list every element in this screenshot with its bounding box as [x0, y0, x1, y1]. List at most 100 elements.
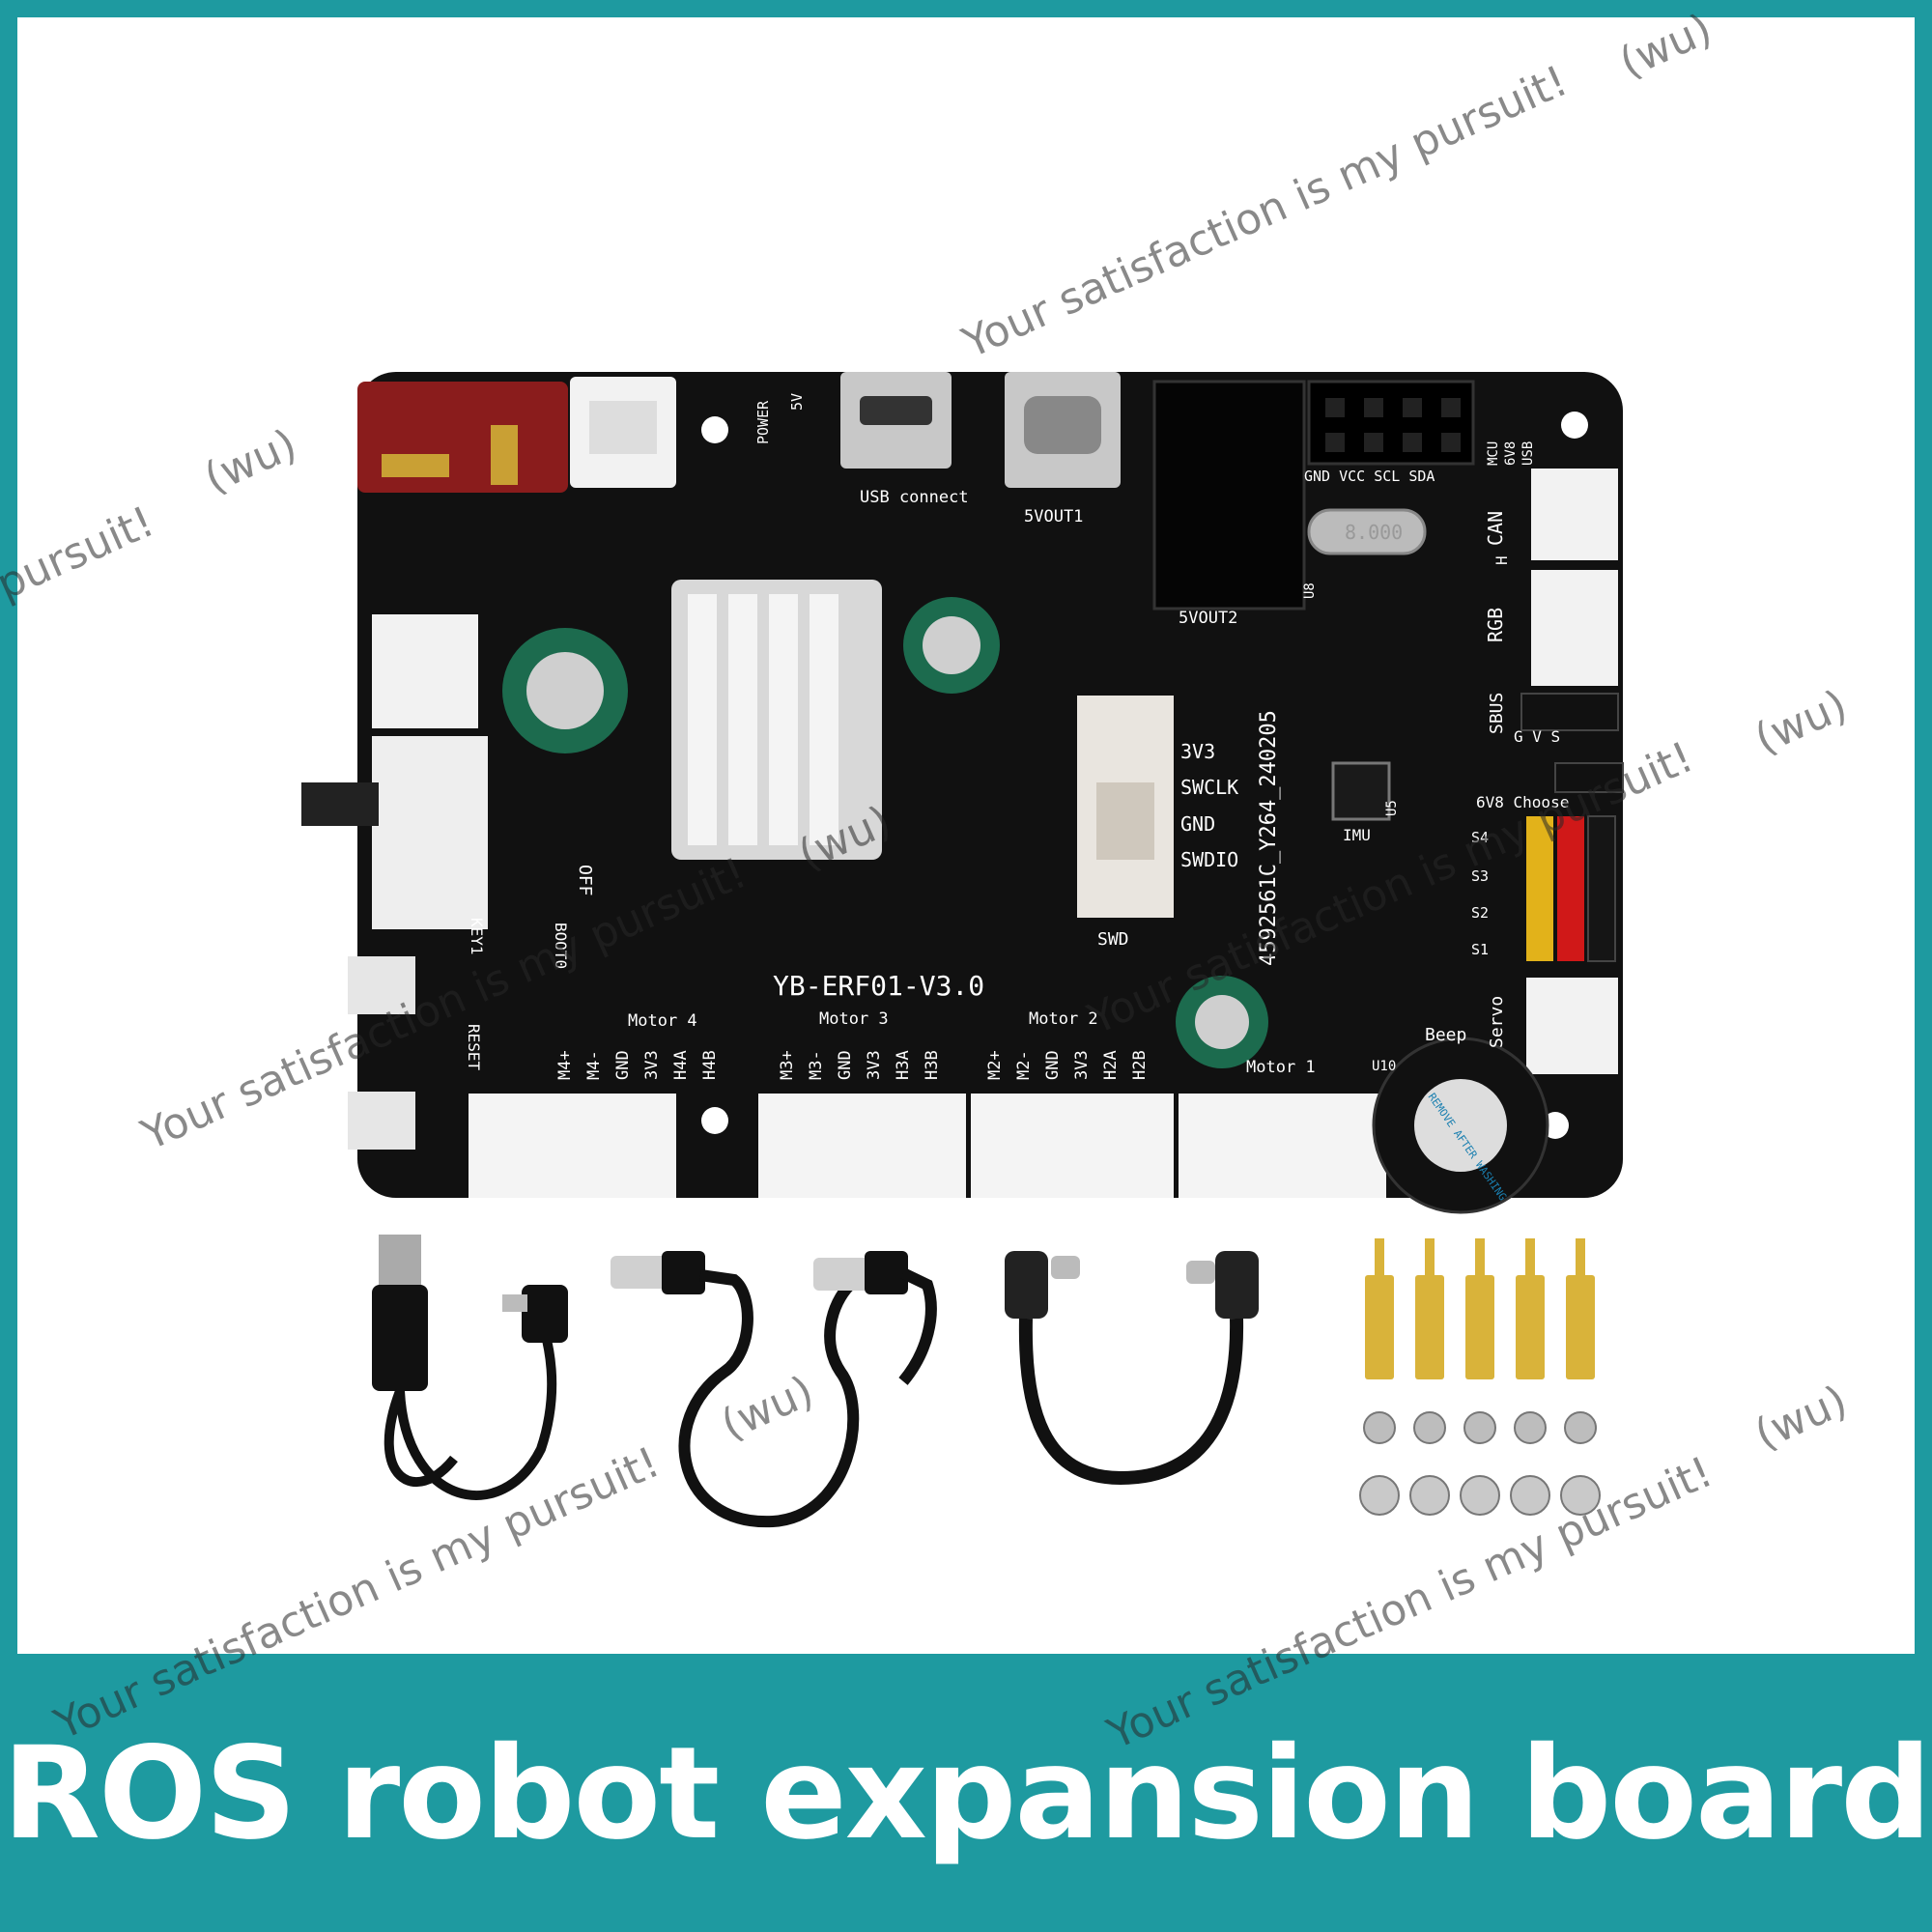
- brass-standoffs: [1365, 1238, 1595, 1379]
- svg-text:M4-: M4-: [584, 1050, 604, 1080]
- dc-jack: [1152, 380, 1306, 611]
- usb-c-port: [1005, 372, 1121, 488]
- dc-barrel-cable: [611, 1251, 937, 1528]
- label-key1: KEY1: [468, 918, 486, 955]
- pcb-code-label: 4592561C_Y264_240205: [1257, 710, 1281, 966]
- motor2-pins: M2+ M2- GND 3V3 H2A H2B: [985, 1050, 1150, 1080]
- capacitor-large: [502, 628, 628, 753]
- svg-text:H4B: H4B: [700, 1050, 720, 1080]
- label-sbus: SBUS: [1487, 693, 1507, 734]
- jumper: [1554, 762, 1624, 793]
- label-s2: S2: [1471, 904, 1489, 922]
- svg-text:3V3: 3V3: [642, 1050, 662, 1080]
- label-5vout1: 5VOUT1: [1024, 507, 1083, 526]
- label-u8: U8: [1302, 582, 1318, 599]
- label-s3: S3: [1471, 867, 1489, 885]
- label-can: CAN: [1484, 511, 1507, 546]
- nuts: [1359, 1475, 1601, 1516]
- can-connector: [1531, 469, 1618, 560]
- label-swd-gnd: GND: [1180, 812, 1215, 836]
- crystal: [1307, 508, 1427, 555]
- label-off: OFF: [575, 865, 595, 896]
- label-crystal: 8.000: [1345, 521, 1403, 544]
- svg-text:M3+: M3+: [778, 1050, 797, 1080]
- servo-headers: [1526, 815, 1616, 962]
- left-connector: [372, 614, 478, 728]
- svg-text:H3A: H3A: [894, 1050, 913, 1080]
- sbus-header: [1520, 693, 1619, 731]
- capacitor-top: [903, 597, 1000, 694]
- motor4-pins: M4+ M4- GND 3V3 H4A H4B: [555, 1050, 720, 1080]
- i2c-header: [1307, 380, 1475, 466]
- reset-button: [348, 1092, 415, 1150]
- capacitor-bottom: [1176, 976, 1268, 1068]
- svg-text:GND: GND: [613, 1050, 633, 1080]
- label-swd-swclk: SWCLK: [1180, 776, 1238, 799]
- usb-micro-cable: [372, 1235, 568, 1500]
- label-swd-swdio: SWDIO: [1180, 848, 1238, 871]
- micro-usb-port: [840, 372, 952, 469]
- rgb-connector: [1531, 570, 1618, 686]
- label-motor4: Motor 4: [628, 1011, 697, 1031]
- label-gvs: G V S: [1514, 727, 1560, 746]
- svg-text:M4+: M4+: [555, 1050, 575, 1080]
- label-boot0: BOOT0: [552, 923, 570, 969]
- label-s1: S1: [1471, 941, 1489, 958]
- label-swd: SWD: [1097, 929, 1129, 950]
- frame-top: [0, 0, 1932, 17]
- pcb-board: [357, 372, 1623, 1198]
- label-motor2: Motor 2: [1029, 1009, 1098, 1029]
- heatsink: [671, 580, 882, 860]
- label-motor3: Motor 3: [819, 1009, 889, 1029]
- board-model-label: YB-ERF01-V3.0: [773, 970, 984, 1002]
- label-5vout2: 5VOUT2: [1179, 609, 1237, 628]
- buzzer: [1372, 1037, 1549, 1214]
- svg-text:M2-: M2-: [1014, 1050, 1034, 1080]
- label-imu: IMU: [1343, 826, 1371, 844]
- label-motor1: Motor 1: [1246, 1058, 1316, 1077]
- power-switch: [301, 736, 488, 929]
- label-u10: U10: [1372, 1059, 1396, 1074]
- label-usb: USB: [1520, 441, 1536, 466]
- svg-text:H3B: H3B: [923, 1050, 942, 1080]
- label-power: POWER: [754, 400, 772, 444]
- label-swd-3v3: 3V3: [1180, 740, 1215, 763]
- frame-right: [1915, 0, 1932, 1662]
- t-connector: [357, 382, 568, 493]
- label-reset: RESET: [465, 1024, 483, 1071]
- label-h: H: [1492, 555, 1511, 565]
- svg-text:M3-: M3-: [807, 1050, 826, 1080]
- screws: [1363, 1411, 1597, 1444]
- frame-left: [0, 0, 17, 1662]
- caption-band: [0, 1654, 1932, 1932]
- label-s4: S4: [1471, 829, 1489, 846]
- label-6v8: 6V8: [1503, 441, 1519, 466]
- caption-title: ROS robot expansion board: [2, 1719, 1931, 1868]
- motor3-pins: M3+ M3- GND 3V3 H3A H3B: [778, 1050, 942, 1080]
- label-servo: Servo: [1487, 996, 1507, 1048]
- label-u5: U5: [1384, 800, 1400, 816]
- label-usb-connect: USB connect: [860, 488, 969, 507]
- svg-text:H4A: H4A: [671, 1050, 691, 1080]
- label-5v: 5V: [788, 393, 806, 411]
- svg-text:GND: GND: [1043, 1050, 1063, 1080]
- svg-text:3V3: 3V3: [1072, 1050, 1092, 1080]
- label-rgb: RGB: [1484, 608, 1507, 642]
- svg-text:H2B: H2B: [1130, 1050, 1150, 1080]
- svg-text:H2A: H2A: [1101, 1050, 1121, 1080]
- label-i2c-header: GND VCC SCL SDA: [1304, 468, 1435, 485]
- svg-text:M2+: M2+: [985, 1050, 1005, 1080]
- svg-text:GND: GND: [836, 1050, 855, 1080]
- imu-chip: [1331, 761, 1391, 821]
- usb-c-cable: [1005, 1251, 1259, 1486]
- boot-button: [348, 956, 415, 1014]
- motor-connectors: [469, 1094, 1386, 1198]
- label-beep: Beep: [1425, 1025, 1466, 1045]
- svg-text:3V3: 3V3: [865, 1050, 884, 1080]
- servo-connector: [1526, 978, 1618, 1074]
- label-mcu: MCU: [1486, 441, 1501, 466]
- label-6v8-choose: 6V8 Choose: [1476, 793, 1569, 811]
- swd-connector: [1077, 696, 1174, 918]
